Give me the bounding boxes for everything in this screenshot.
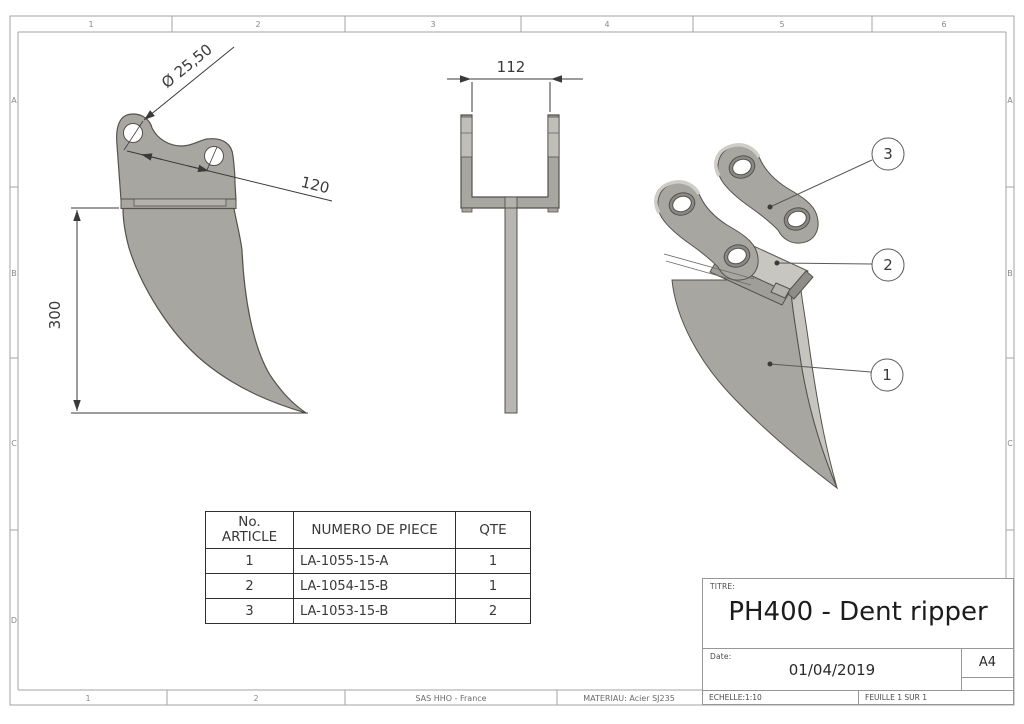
iso-hole: [732, 158, 752, 176]
bom-cell-article: 3: [205, 598, 294, 624]
balloon-1-label: 1: [882, 366, 892, 384]
iso-channel-right: [786, 270, 814, 300]
grid-row-label: D: [11, 616, 17, 625]
bom-cell-qty: 1: [455, 573, 531, 599]
bom-cell-part-number: LA-1055-15-A: [293, 548, 456, 574]
grid-labels: 1 2 3 4 5 6 1 2 A B C D A B C: [11, 20, 1013, 703]
grid-col-label: 2: [255, 20, 260, 29]
front-view-dimensions: [447, 75, 583, 112]
grid-col-label: 1: [88, 20, 93, 29]
titre-label: TITRE:: [710, 582, 736, 591]
front-view-foot: [461, 207, 473, 213]
bom-row: 3 LA-1053-15-B 2: [205, 598, 531, 624]
material-spec: MATERIAU: Acier SJ235: [583, 694, 675, 703]
scale-value: ECHELLE:1:10: [709, 693, 762, 702]
side-view-dimensions: [71, 46, 333, 414]
balloon-3-label: 3: [883, 145, 893, 163]
grid-row-label: A: [1007, 96, 1013, 105]
bom-cell-article: 1: [205, 548, 294, 574]
grid-row-label: A: [11, 96, 17, 105]
footer-strip: SAS HHO - France MATERIAU: Acier SJ235: [415, 694, 674, 703]
bom-header-row: No. ARTICLE NUMERO DE PIECE QTE: [205, 511, 531, 549]
grid-row-label: B: [1007, 269, 1013, 278]
grid-col-label: 1: [85, 694, 90, 703]
iso-hole: [672, 195, 692, 213]
grid-col-label: 2: [253, 694, 258, 703]
dim-bracket-width: 112: [497, 58, 526, 76]
side-view-hole: [204, 146, 224, 166]
side-view: [116, 113, 307, 414]
paper-size-cell: A4: [961, 649, 1013, 690]
grid-col-label: 3: [430, 20, 435, 29]
grid-row-label: C: [1007, 439, 1013, 448]
side-view-tooth: [122, 207, 307, 414]
sheet-info: FEUILLE 1 SUR 1: [858, 691, 1013, 704]
front-view-cap: [547, 116, 560, 158]
iso-channel-notch: [770, 282, 791, 299]
drawing-title: PH400 - Dent ripper: [728, 597, 988, 627]
bom-header-part-number: NUMERO DE PIECE: [293, 511, 456, 549]
side-view-slot: [133, 198, 227, 207]
title-block-title-row: TITRE: PH400 - Dent ripper: [703, 579, 1013, 648]
front-view-tab: [504, 196, 518, 209]
iso-view: [654, 143, 839, 490]
front-view: [460, 114, 560, 414]
date-cell: Date: 01/04/2019: [703, 649, 961, 690]
grid-row-label: C: [11, 439, 17, 448]
balloon-1: [870, 358, 904, 392]
side-view-hole: [123, 123, 143, 143]
bom-header-qty: QTE: [455, 511, 531, 549]
bom-table: No. ARTICLE NUMERO DE PIECE QTE 1 LA-105…: [205, 511, 531, 624]
front-view-bracket: [460, 114, 560, 209]
iso-hole: [787, 210, 807, 228]
bom-cell-part-number: LA-1054-15-B: [293, 573, 456, 599]
bom-row: 2 LA-1054-15-B 1: [205, 573, 531, 599]
balloon-2-label: 2: [883, 256, 893, 274]
date-label: Date:: [710, 652, 732, 661]
company-name: SAS HHO - France: [415, 694, 486, 703]
grid-col-label: 6: [941, 20, 946, 29]
iso-tooth: [671, 279, 839, 490]
sheet-frame: [9, 15, 1015, 706]
balloon-3: [871, 137, 905, 171]
bom-row: 1 LA-1055-15-A 1: [205, 548, 531, 574]
dim-tooth-height: 300: [46, 301, 64, 330]
side-view-bracket: [116, 113, 237, 201]
bom-header-article: No. ARTICLE: [205, 511, 294, 549]
grid-col-label: 4: [604, 20, 609, 29]
title-block: TITRE: PH400 - Dent ripper Date: 01/04/2…: [702, 578, 1014, 705]
dim-hole-diameter: Ø 25,50: [158, 40, 216, 91]
front-view-blade: [504, 207, 518, 414]
balloon-2: [871, 248, 905, 282]
bom-cell-qty: 2: [455, 598, 531, 624]
title-block-date-row: Date: 01/04/2019 A4: [703, 648, 1013, 690]
balloon-callouts: 3 2 1: [767, 137, 905, 392]
bom-cell-article: 2: [205, 573, 294, 599]
iso-hole: [727, 247, 747, 265]
grid-row-label: B: [11, 269, 17, 278]
bom-cell-part-number: LA-1053-15-B: [293, 598, 456, 624]
grid-col-label: 5: [779, 20, 784, 29]
date-value: 01/04/2019: [788, 661, 876, 679]
bom-cell-qty: 1: [455, 548, 531, 574]
front-view-foot: [547, 207, 559, 213]
title-block-bottom-row: ECHELLE:1:10 FEUILLE 1 SUR 1: [703, 690, 1013, 704]
paper-size: A4: [962, 649, 1013, 678]
front-view-cap: [460, 116, 473, 158]
